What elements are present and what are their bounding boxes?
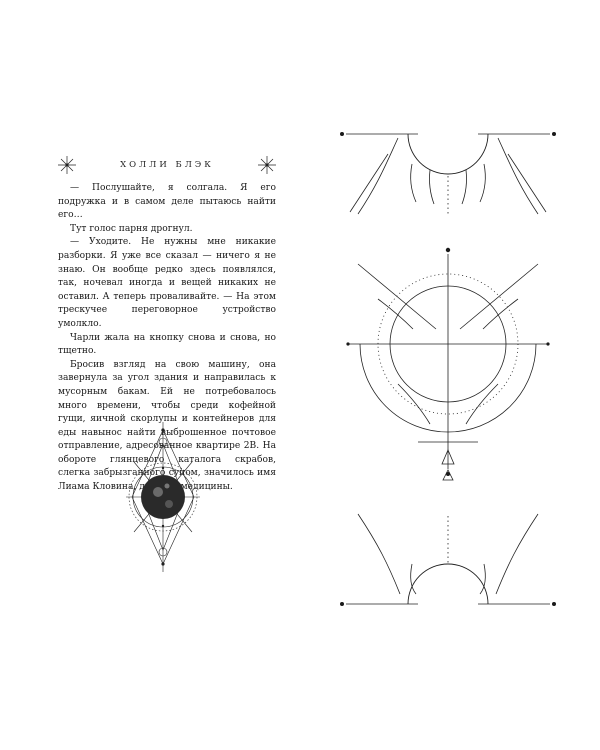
paragraph: — Уходите. Не нужны мне никакие разборки… (58, 237, 276, 329)
sparkle-star-icon (258, 156, 276, 174)
sparkle-star-icon (58, 156, 76, 174)
body-text: — Послушайте, я солгала. Я его подружка … (58, 182, 276, 495)
moon-amulet-icon (126, 422, 200, 572)
celestial-sun-moon-icon (340, 128, 556, 614)
paragraph: Чарли жала на кнопку снова и снова, но т… (58, 332, 276, 357)
paragraph: Тут голос парня дрогнул. (70, 223, 193, 234)
paragraph: — Послушайте, я солгала. Я его подружка … (58, 183, 276, 221)
left-page: ХОЛЛИ БЛЭК — Послушайте, я солгала. Я ег… (58, 156, 276, 572)
running-header: ХОЛЛИ БЛЭК (58, 156, 276, 174)
running-title: ХОЛЛИ БЛЭК (120, 160, 214, 170)
right-page (300, 0, 600, 750)
